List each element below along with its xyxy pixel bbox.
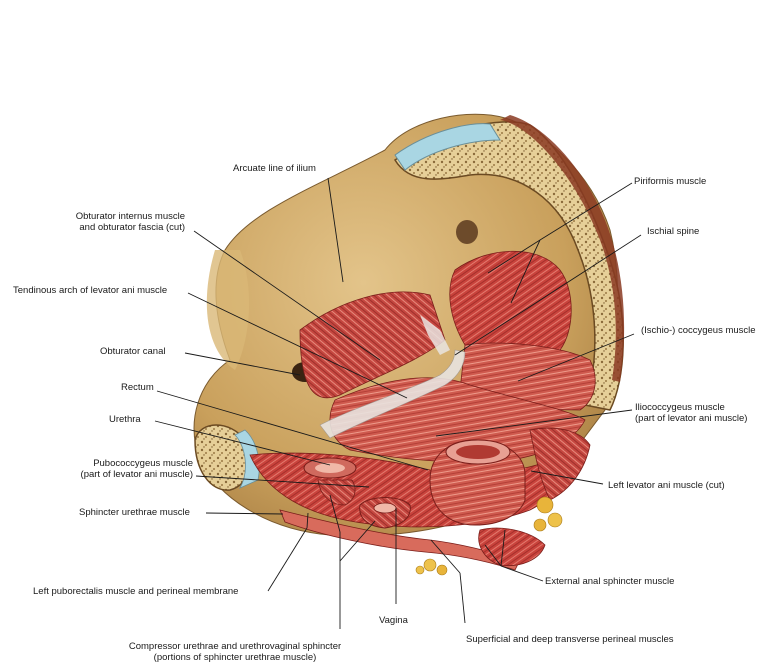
label-iliococcygeus: Iliococcygeus muscle (part of levator an… <box>635 402 748 424</box>
piriformis <box>449 250 572 353</box>
label-vagina: Vagina <box>379 615 408 626</box>
label-rectum: Rectum <box>121 382 154 393</box>
label-urethra: Urethra <box>109 414 141 425</box>
urethra-structure <box>303 457 357 506</box>
label-sphincter-urethrae: Sphincter urethrae muscle <box>79 507 190 518</box>
label-tendinous-arch: Tendinous arch of levator ani muscle <box>13 285 168 296</box>
label-compressor-urethrae: Compressor urethrae and urethrovaginal s… <box>128 641 342 663</box>
tendinous-arch <box>319 349 466 439</box>
label-obturator-internus: Obturator internus muscle and obturator … <box>75 211 185 233</box>
sacrum <box>393 115 625 411</box>
vagina-structure <box>359 497 411 529</box>
rectum <box>429 439 526 526</box>
obturator-internus <box>299 291 446 399</box>
label-obturator-canal: Obturator canal <box>100 346 166 357</box>
left-levator-ani-cut <box>529 427 591 501</box>
label-left-levator-ani-cut: Left levator ani muscle (cut) <box>608 480 725 491</box>
label-piriformis: Piriformis muscle <box>634 176 707 187</box>
label-arcuate-line: Arcuate line of ilium <box>233 163 316 174</box>
label-external-anal-sphincter: External anal sphincter muscle <box>545 576 675 587</box>
pubic-bone <box>194 424 260 491</box>
fat-tissue <box>415 496 563 576</box>
label-transverse-perineal: Superficial and deep transverse perineal… <box>466 634 674 645</box>
leader-lines <box>154 177 642 629</box>
label-left-puborectalis: Left puborectalis muscle and perineal me… <box>33 586 239 597</box>
external-anal-sphincter <box>478 527 546 567</box>
label-pubococcygeus: Pubococcygeus muscle (part of levator an… <box>80 458 193 480</box>
label-ischial-spine: Ischial spine <box>647 226 700 237</box>
label-coccygeus: (Ischio-) coccygeus muscle <box>641 325 756 336</box>
